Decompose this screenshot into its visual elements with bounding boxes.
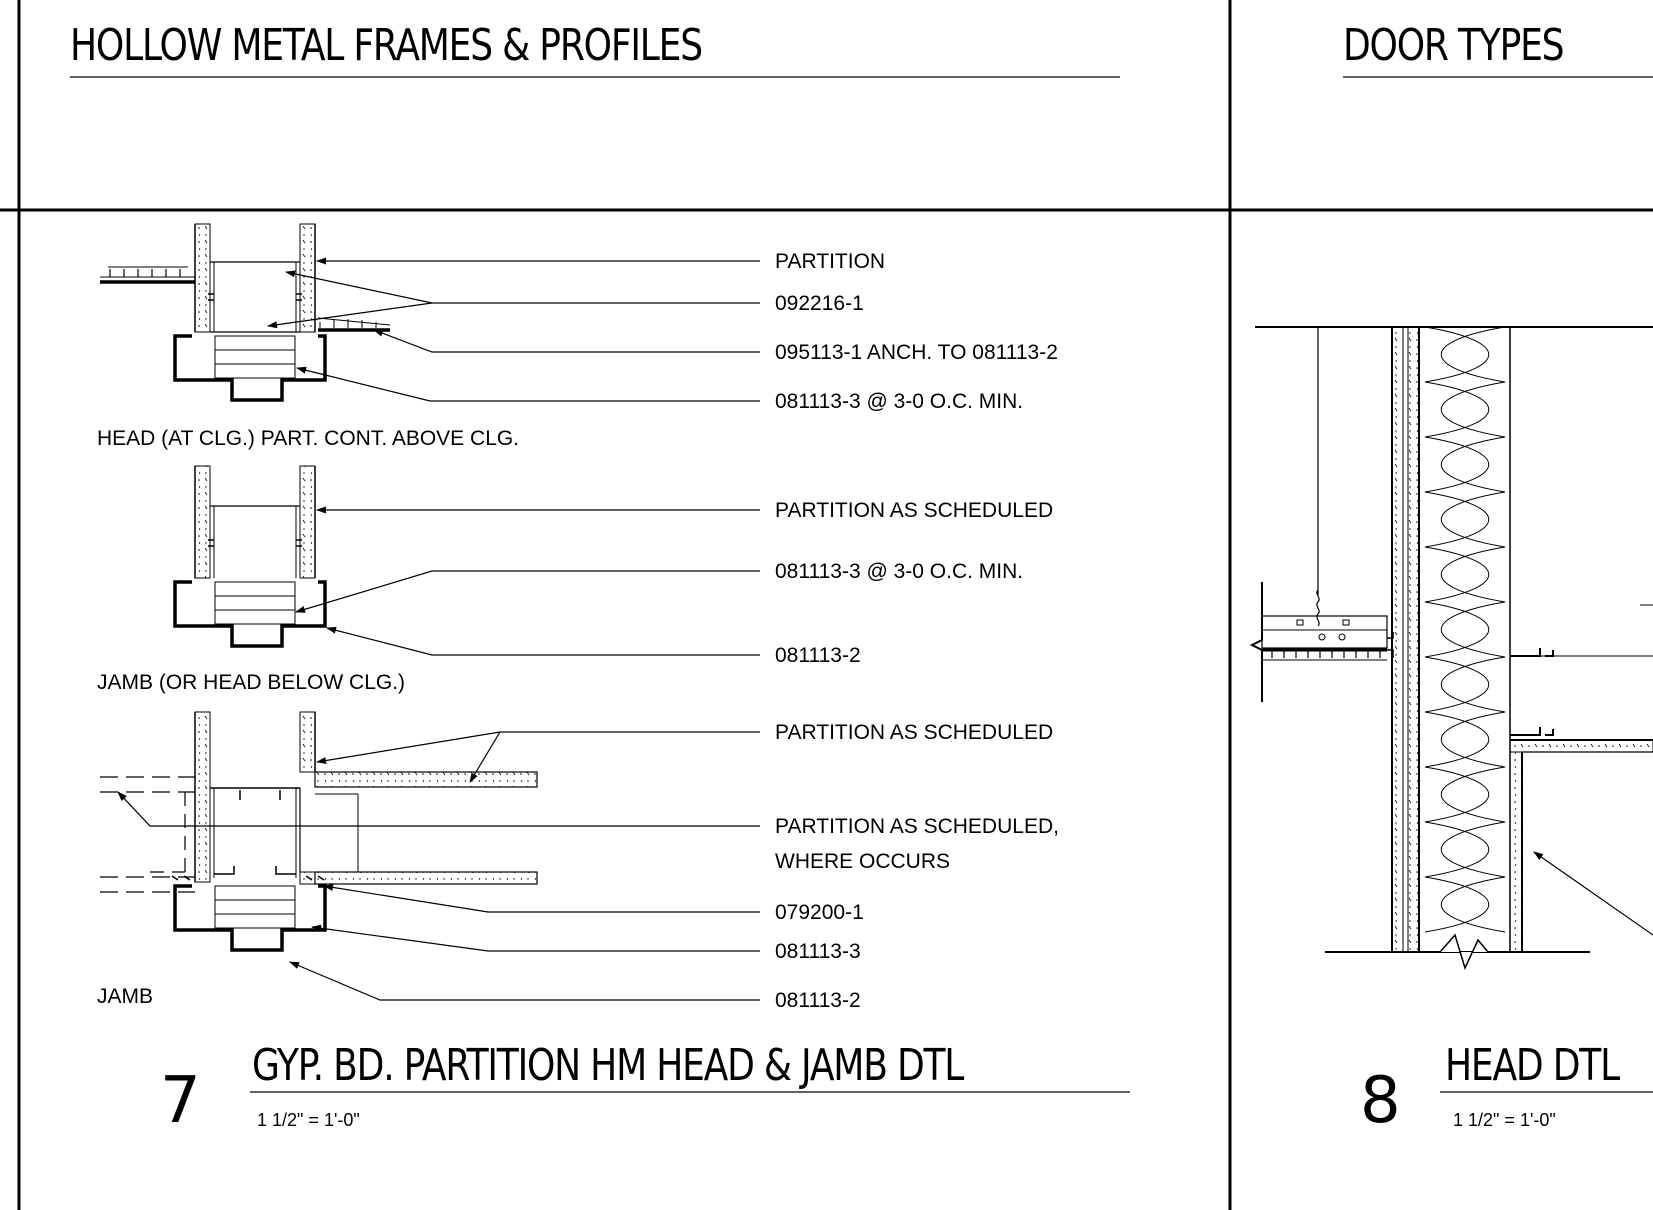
jamb1-callout-3: 081113-2: [775, 644, 861, 667]
head-section-drawing: [100, 223, 391, 402]
head-callout-1: PARTITION: [775, 250, 886, 273]
jamb1-leaders: [295, 506, 760, 656]
jamb1-caption: JAMB (OR HEAD BELOW CLG.): [97, 671, 406, 694]
detail8-title: HEAD DTL: [1445, 1040, 1620, 1091]
detail7-scale: 1 1/2" = 1'-0": [257, 1110, 360, 1130]
right-sheet-header: DOOR TYPES: [1343, 20, 1565, 71]
jamb1-callout-2: 081113-3 @ 3-0 O.C. MIN.: [775, 560, 1024, 583]
detail8-drawing: [1249, 326, 1653, 971]
insulation-pattern: [1424, 326, 1489, 933]
jamb2-dashed-partition: [100, 776, 195, 893]
head-leaders: [267, 257, 760, 402]
jamb2-callout-3: 079200-1: [775, 901, 864, 924]
left-sheet-header: HOLLOW METAL FRAMES & PROFILES: [70, 20, 703, 71]
jamb2-leaders: [117, 731, 760, 1001]
jamb2-caption: JAMB: [97, 985, 154, 1008]
head-caption: HEAD (AT CLG.) PART. CONT. ABOVE CLG.: [97, 427, 520, 450]
head-callout-3: 095113-1 ANCH. TO 081113-2: [775, 341, 1058, 364]
jamb1-callout-1: PARTITION AS SCHEDULED: [775, 499, 1054, 522]
jamb2-callout-2: PARTITION AS SCHEDULED,: [775, 815, 1059, 838]
detail7-title: GYP. BD. PARTITION HM HEAD & JAMB DTL: [252, 1040, 964, 1091]
jamb2-callout-1: PARTITION AS SCHEDULED: [775, 721, 1054, 744]
jamb2-callout-4: 081113-3: [775, 940, 861, 963]
jamb1-section-drawing: [173, 465, 327, 648]
jamb2-callout-5: 081113-2: [775, 989, 861, 1012]
head-callout-4: 081113-3 @ 3-0 O.C. MIN.: [775, 390, 1024, 413]
jamb2-callout-2b: WHERE OCCURS: [775, 850, 951, 873]
detail8-scale: 1 1/2" = 1'-0": [1453, 1110, 1556, 1130]
detail8-number: 8: [1360, 1064, 1401, 1138]
head-callout-2: 092216-1: [775, 292, 864, 315]
detail8-leaders: [1533, 851, 1653, 936]
jamb2-section-drawing: [171, 711, 538, 952]
detail7-number: 7: [160, 1064, 201, 1138]
